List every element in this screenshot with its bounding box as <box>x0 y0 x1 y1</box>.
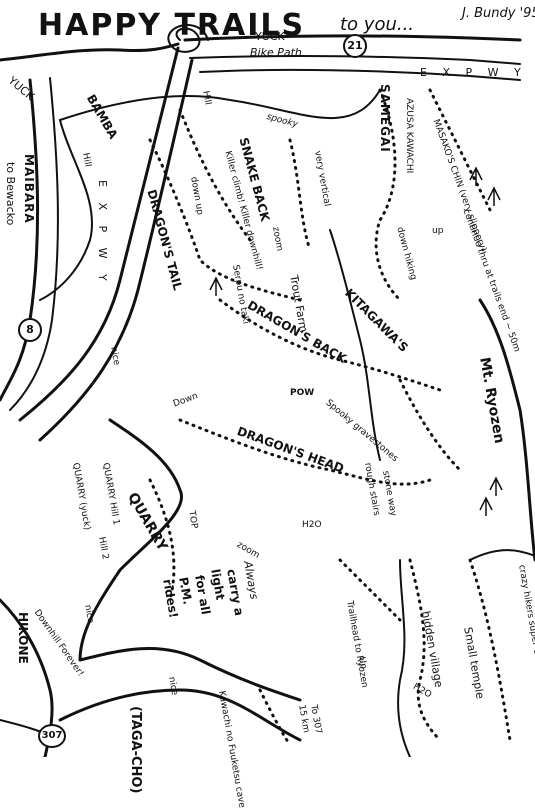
tree-icon <box>487 186 501 206</box>
route-307-shield: 307 <box>38 724 66 748</box>
river-center <box>329 229 381 461</box>
route-21-shield: 21 <box>343 34 367 58</box>
road-lower-right <box>397 559 411 757</box>
ridge-right <box>478 298 535 562</box>
place-taga-cho: (TAGA-CHO) <box>128 706 143 794</box>
trail-spooky <box>288 138 312 252</box>
trail-map <box>0 23 535 757</box>
trail-label-up: up <box>432 226 444 236</box>
trail-trailhead <box>338 558 402 622</box>
place-samegai: SAMEGAI <box>378 84 392 153</box>
signature: J. Bundy '95 <box>462 6 535 21</box>
trail-label-pow: POW <box>290 388 315 398</box>
trail-label-up-arrow: Up <box>356 656 369 670</box>
ridge-upper <box>59 89 381 121</box>
trail-samegai <box>374 88 402 302</box>
road-label-expwy-top: E X P W Y <box>420 66 527 79</box>
trail-crazy <box>468 558 512 742</box>
road-top-lower <box>199 68 521 81</box>
main-road-left <box>0 78 40 402</box>
tree-icon <box>489 476 503 496</box>
trail-dragons-tail <box>148 138 302 302</box>
road-label-yuck-top: YUCK <box>255 30 285 43</box>
road-label-expwy: E X P W Y <box>96 180 109 287</box>
trail-hidden-village <box>408 558 442 742</box>
road-yuck-top <box>183 34 522 42</box>
tree-icon <box>479 496 493 516</box>
road-yuck-left <box>0 42 180 62</box>
route-8-shield: 8 <box>18 318 42 342</box>
expressway-inner <box>38 58 194 442</box>
tree-icon <box>209 276 223 296</box>
trail-snake-back <box>178 108 252 242</box>
map-subtitle: to you... <box>340 14 415 35</box>
map-title: HAPPY TRAILS <box>38 8 306 43</box>
trail-kawachi <box>258 688 292 747</box>
expressway-outer <box>18 46 180 422</box>
place-hikone: HIKONE <box>16 612 30 664</box>
tree-icon <box>469 166 483 186</box>
trail-masako <box>428 88 492 212</box>
place-azusa-kawachi: AZUSA KAWACHI <box>404 98 414 174</box>
main-road-left-2 <box>9 77 59 411</box>
ridge-left <box>39 119 93 301</box>
ridge-bottom <box>58 688 302 742</box>
place-maibara: MAIBARA <box>22 154 36 224</box>
bike-path <box>189 54 521 65</box>
trail-ryozen <box>398 378 462 472</box>
interchange-spiral <box>167 23 209 53</box>
ridge-lower <box>78 418 302 702</box>
trail-dragons-back <box>218 298 442 392</box>
place-to-bewacko: to Bewacko <box>4 162 17 226</box>
ridge-right-2 <box>469 549 535 561</box>
trail-label-h2o: H2O <box>302 520 322 530</box>
trail-quarry <box>148 478 176 602</box>
road-label-bike-path: Bike Path <box>250 46 302 59</box>
